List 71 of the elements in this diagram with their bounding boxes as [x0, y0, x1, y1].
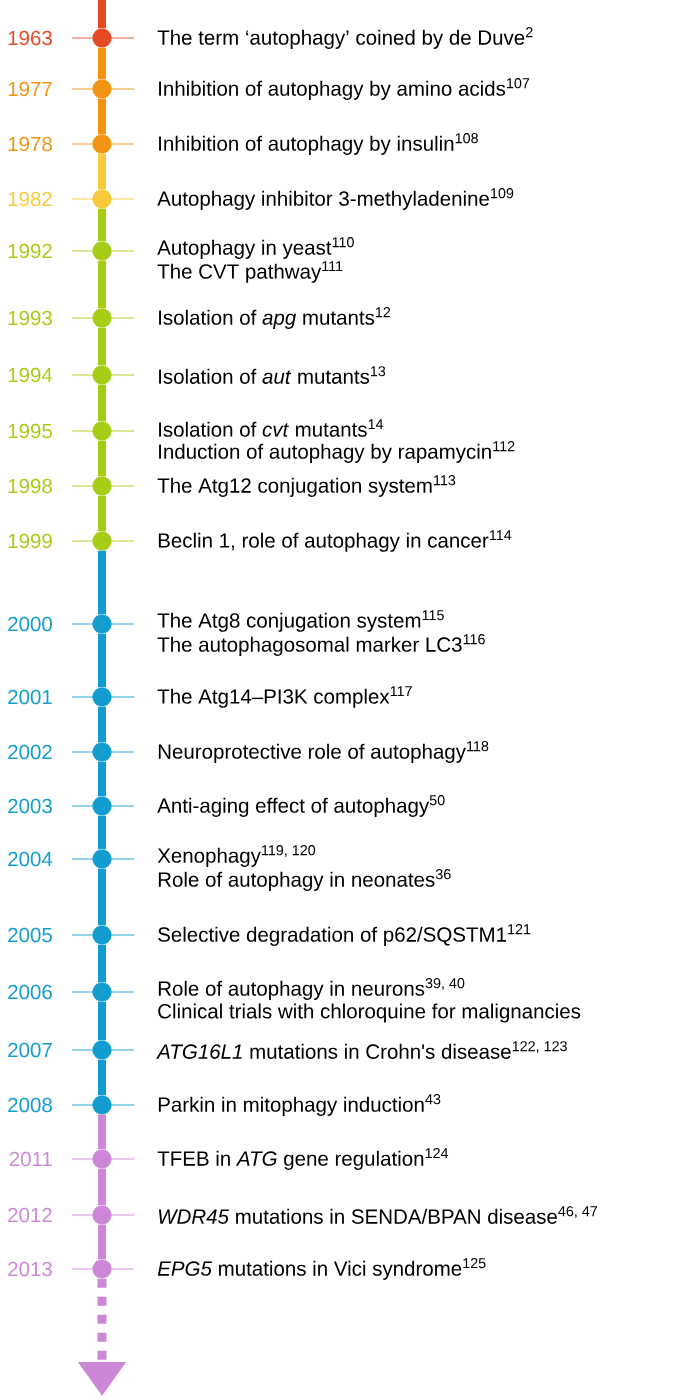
year-label: 2006: [8, 984, 52, 1000]
year-label: 1982: [8, 191, 52, 207]
timeline-dot: [92, 365, 112, 385]
event-text: Isolation of cvt mutants$^{14}$: [159, 419, 384, 437]
event-text: Autophagy inhibitor 3-methyladenine$^{109}$: [157, 188, 514, 210]
timeline-dot: [92, 982, 112, 1002]
year-label: 2001: [8, 689, 52, 705]
timeline-dot: [92, 476, 112, 496]
timeline-dot: [92, 687, 112, 707]
event-text: Isolation of apg mutants$^{12}$: [159, 307, 391, 329]
timeline-dot: [92, 614, 112, 634]
event-text: Clinical trials with chloroquine for malignancies: [158, 1003, 581, 1023]
event-text: The Atg14–PI3K complex$^{117}$: [157, 686, 412, 708]
year-label: 2003: [8, 798, 52, 814]
timeline-dot: [92, 308, 112, 328]
year-label: 1992: [8, 243, 52, 259]
year-label: 2012: [8, 1207, 52, 1223]
event-text: Neuroprotective role of autophagy$^{118}$: [158, 741, 489, 763]
year-label: 2013: [8, 1261, 52, 1277]
timeline-dot: [92, 1259, 112, 1279]
event-text: Autophagy in yeast$^{110}$: [157, 237, 354, 259]
year-label: 1977: [8, 81, 52, 97]
event-text: Role of autophagy in neurons$^{39, 40}$: [158, 978, 465, 1000]
timeline-dot: [92, 79, 112, 99]
timeline-dot: [92, 849, 112, 869]
year-label: 1999: [8, 533, 52, 549]
event-text: Anti-aging effect of autophagy$^{50}$: [157, 795, 445, 817]
timeline-dot: [92, 28, 112, 48]
event-text: Induction of autophagy by rapamycin$^{112}$: [159, 441, 515, 463]
timeline-dot: [92, 796, 112, 816]
year-label: 1995: [8, 423, 52, 439]
year-label: 1994: [8, 367, 53, 383]
timeline-dot: [92, 421, 112, 441]
timeline-dot: [92, 531, 112, 551]
year-label: 2000: [8, 616, 52, 632]
event-text: The autophagosomal marker LC3$^{116}$: [157, 634, 485, 656]
year-label: 2011: [9, 1151, 52, 1167]
year-label: 2007: [8, 1042, 52, 1058]
timeline-dot: [92, 1205, 112, 1225]
timeline-dot: [92, 742, 112, 762]
event-text: The CVT pathway$^{111}$: [157, 261, 343, 283]
year-label: 2002: [8, 744, 52, 760]
event-text: EPG5 mutations in Vici syndrome$^{125}$: [157, 1258, 486, 1280]
timeline-dot: [92, 241, 112, 261]
event-text: Isolation of aut mutants$^{13}$: [159, 366, 386, 384]
year-label: 1998: [8, 478, 52, 494]
timeline-dot: [92, 1095, 112, 1115]
year-label: 2005: [8, 927, 52, 943]
timeline-dot: [92, 925, 112, 945]
event-text: Inhibition of autophagy by insulin$^{108}$: [159, 133, 478, 155]
year-label: 1993: [8, 310, 52, 326]
event-text: The term ‘autophagy’ coined by de Duve$^{2}$: [157, 27, 533, 49]
year-label: 2004: [8, 851, 53, 867]
event-text: Selective degradation of p62/SQSTM1$^{121}$: [158, 924, 531, 946]
timeline-dot: [92, 1149, 112, 1169]
event-text: WDR45 mutations in SENDA/BPAN disease$^{46, 47}$: [158, 1206, 598, 1224]
event-text: Role of autophagy in neonates$^{36}$: [158, 869, 451, 891]
event-text: Beclin 1, role of autophagy in cancer$^{114}$: [158, 530, 512, 552]
year-label: 1963: [8, 30, 52, 46]
event-text: The Atg8 conjugation system$^{115}$: [157, 610, 444, 632]
event-text: Inhibition of autophagy by amino acids$^{107}$: [159, 78, 530, 100]
event-text: TFEB in ATG gene regulation$^{124}$: [157, 1148, 449, 1170]
timeline-dot: [92, 134, 112, 154]
year-label: 2008: [8, 1097, 52, 1113]
timeline-dot: [92, 189, 112, 209]
timeline-dot: [92, 1040, 112, 1060]
event-text: Xenophagy$^{119, 120}$: [157, 845, 316, 867]
event-text: Parkin in mitophagy induction$^{43}$: [158, 1094, 441, 1116]
event-text: ATG16L1 mutations in Crohn's disease$^{122, 123}$: [156, 1041, 567, 1059]
event-text: The Atg12 conjugation system$^{113}$: [157, 475, 456, 497]
year-label: 1978: [8, 136, 52, 152]
